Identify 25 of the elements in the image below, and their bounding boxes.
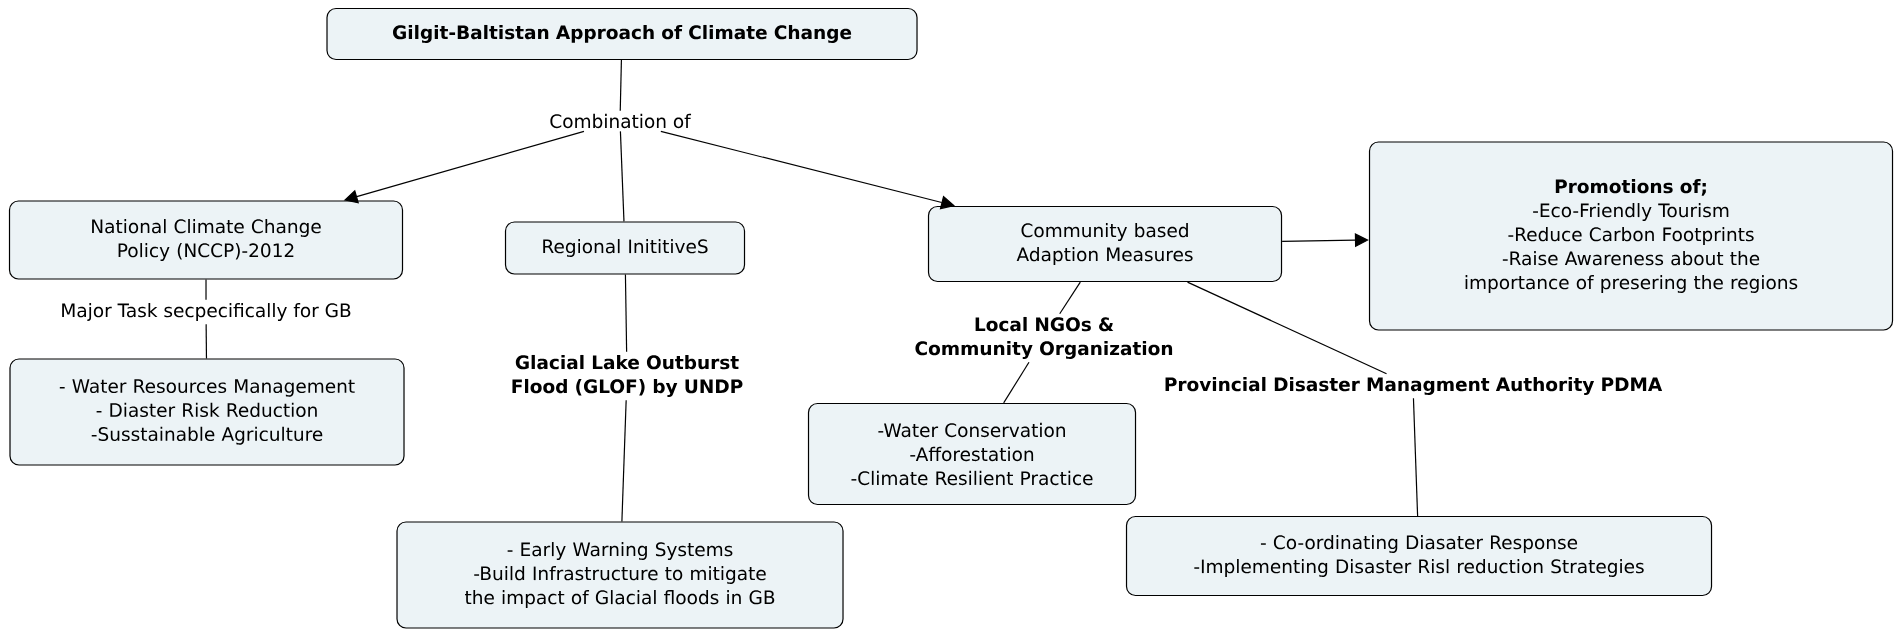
connector-line xyxy=(1059,281,1081,315)
connector-line xyxy=(621,399,627,522)
title-box: Gilgit-Baltistan Approach of Climate Change xyxy=(326,7,918,61)
arrow xyxy=(660,130,955,210)
connector-line xyxy=(1186,281,1388,375)
concept-box: Regional InititiveS xyxy=(504,221,746,275)
concept-box: - Water Resources Management - Diaster Risk Reduction -Susstainable Agriculture xyxy=(9,358,405,466)
linking-phrase: Combination of xyxy=(550,113,692,129)
connector-line xyxy=(205,279,207,301)
concept-box: Promotions of; -Eco-Friendly Tourism -Reduce Carbon Footprints -Raise Awareness about the importance of presering the regions xyxy=(1368,141,1894,331)
concept-box: Community based Adaption Measures xyxy=(927,205,1283,283)
connector-line xyxy=(619,130,625,222)
concept-box: National Climate Change Policy (NCCP)-2012 xyxy=(8,200,404,280)
connector-line xyxy=(619,59,622,112)
concept-box: - Early Warning Systems -Build Infrastructure to mitigate the impact of Glacial floods in GB xyxy=(396,521,844,629)
concept-box: -Water Conservation -Afforestation -Climate Resilient Practice xyxy=(807,402,1137,506)
linking-phrase: Provincial Disaster Managment Authority PDMA xyxy=(1165,376,1663,396)
linking-phrase: Major Task secpecifically for GB xyxy=(62,303,351,321)
connector-line xyxy=(205,323,208,359)
concept-box: - Co-ordinating Diasater Response -Implementing Disaster Risl reduction Strategies xyxy=(1125,515,1713,597)
connector-line xyxy=(1412,397,1419,517)
linking-phrase: Local NGOs & Community Organization xyxy=(915,316,1173,360)
connector-line xyxy=(1003,361,1030,404)
connector-line xyxy=(624,274,628,353)
linking-phrase: Glacial Lake Outburst Flood (GLOF) by UNDP xyxy=(512,354,743,398)
